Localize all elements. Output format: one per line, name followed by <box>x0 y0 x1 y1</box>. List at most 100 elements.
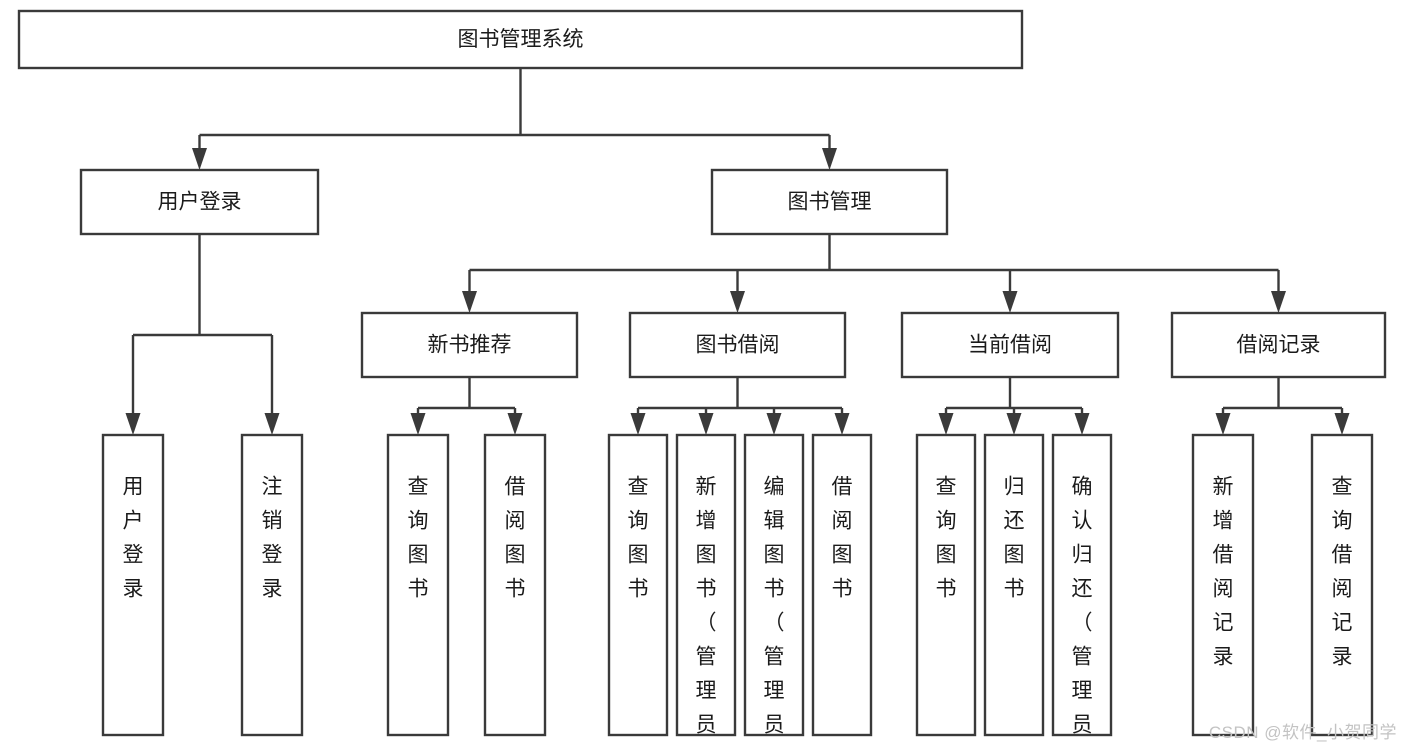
node-label-query-borrow-record: 记 <box>1332 612 1353 635</box>
node-label-borrow-records: 借阅记录 <box>1237 334 1321 357</box>
node-label-add-borrow-record: 记 <box>1213 612 1234 635</box>
node-label-confirm-return-admin: 理 <box>1072 680 1093 703</box>
node-box-root <box>17 9 1024 70</box>
root-to-book-management-arrowhead-icon <box>822 148 837 170</box>
book-management-to-current-borrow-arrowhead-icon <box>1002 291 1018 313</box>
node-box-user-login <box>79 168 320 236</box>
node-label-add-book-admin: 新 <box>696 476 717 499</box>
node-box-user-logout <box>240 433 304 737</box>
node-label-edit-book-admin: 编 <box>764 476 785 499</box>
node-label-edit-book-admin: 书 <box>764 578 785 601</box>
book-borrow-to-query-book-2-arrowhead-icon <box>630 413 646 435</box>
node-label-query-book-1: 询 <box>408 510 429 533</box>
node-label-query-book-1: 查 <box>408 476 429 499</box>
book-management-to-book-borrow-arrowhead-icon <box>730 291 745 313</box>
node-box-query-book-3 <box>915 433 977 737</box>
node-label-borrow-book-1: 图 <box>505 544 526 567</box>
node-label-confirm-return-admin: 认 <box>1072 510 1093 533</box>
node-label-confirm-return-admin: 管 <box>1072 646 1093 669</box>
node-label-user-login-do: 录 <box>123 578 144 601</box>
node-label-root: 图书管理系统 <box>458 28 584 51</box>
node-label-borrow-book-2: 图 <box>832 544 853 567</box>
node-box-query-book-2 <box>607 433 669 737</box>
node-label-query-borrow-record: 录 <box>1332 646 1353 669</box>
current-borrow-to-confirm-return-admin-arrowhead-icon <box>1074 413 1090 435</box>
node-label-query-borrow-record: 阅 <box>1332 578 1353 601</box>
book-borrow-to-edit-book-admin-arrowhead-icon <box>766 413 782 435</box>
node-user-login-do[interactable]: 用户登录 <box>101 433 165 737</box>
node-label-current-borrow: 当前借阅 <box>968 334 1052 357</box>
borrow-records-to-query-borrow-record-arrowhead-icon <box>1334 413 1350 435</box>
node-user-login[interactable]: 用户登录 <box>79 168 320 236</box>
root-to-user-login-arrowhead-icon <box>192 148 207 170</box>
node-label-return-book: 归 <box>1004 476 1025 499</box>
node-label-query-book-2: 书 <box>628 578 649 601</box>
node-label-add-book-admin: 理 <box>696 680 717 703</box>
node-label-user-login-do: 登 <box>123 544 144 567</box>
book-management-to-new-book-recommend-arrowhead-icon <box>462 291 477 313</box>
node-label-add-book-admin: 书 <box>696 578 717 601</box>
node-box-user-login-do <box>101 433 165 737</box>
user-login-to-user-login-do-arrowhead-icon <box>125 413 141 435</box>
node-label-add-borrow-record: 新 <box>1213 476 1234 499</box>
node-label-book-management: 图书管理 <box>788 191 872 214</box>
node-label-add-borrow-record: 阅 <box>1213 578 1234 601</box>
node-label-query-book-2: 询 <box>628 510 649 533</box>
node-label-borrow-book-2: 借 <box>832 476 853 499</box>
node-box-edit-book-admin <box>743 433 805 737</box>
node-box-borrow-book-1 <box>483 433 547 737</box>
book-borrow-to-add-book-admin-arrowhead-icon <box>698 413 714 435</box>
book-management-to-borrow-records-arrowhead-icon <box>1271 291 1286 313</box>
book-borrow-to-borrow-book-2-arrowhead-icon <box>834 413 850 435</box>
node-label-user-logout: 录 <box>262 578 283 601</box>
current-borrow-to-return-book-arrowhead-icon <box>1006 413 1022 435</box>
node-box-borrow-records <box>1170 311 1387 379</box>
node-label-query-book-2: 图 <box>628 544 649 567</box>
node-box-current-borrow <box>900 311 1120 379</box>
node-label-add-borrow-record: 增 <box>1213 510 1234 533</box>
node-box-return-book <box>983 433 1045 737</box>
node-box-book-management <box>710 168 949 236</box>
node-label-query-book-3: 书 <box>936 578 957 601</box>
node-label-confirm-return-admin: 还 <box>1072 578 1093 601</box>
node-label-query-book-1: 图 <box>408 544 429 567</box>
node-label-user-login: 用户登录 <box>158 191 242 214</box>
node-label-query-borrow-record: 询 <box>1332 510 1353 533</box>
node-label-confirm-return-admin: （ <box>1072 612 1093 635</box>
node-root[interactable]: 图书管理系统 <box>17 9 1024 70</box>
node-label-edit-book-admin: 辑 <box>764 510 785 533</box>
node-label-edit-book-admin: 管 <box>764 646 785 669</box>
node-new-book-recommend[interactable]: 新书推荐 <box>360 311 579 379</box>
node-book-management[interactable]: 图书管理 <box>710 168 949 236</box>
node-label-book-borrow: 图书借阅 <box>696 334 780 357</box>
node-label-borrow-book-1: 书 <box>505 578 526 601</box>
node-label-add-borrow-record: 录 <box>1213 646 1234 669</box>
node-label-borrow-book-2: 阅 <box>832 510 853 533</box>
node-label-borrow-book-1: 借 <box>505 476 526 499</box>
node-label-return-book: 书 <box>1004 578 1025 601</box>
node-label-user-logout: 注 <box>262 476 283 499</box>
node-borrow-records[interactable]: 借阅记录 <box>1170 311 1387 379</box>
node-current-borrow[interactable]: 当前借阅 <box>900 311 1120 379</box>
node-label-query-book-3: 图 <box>936 544 957 567</box>
node-label-confirm-return-admin: 归 <box>1072 544 1093 567</box>
node-book-borrow[interactable]: 图书借阅 <box>628 311 847 379</box>
new-book-recommend-to-borrow-book-1-arrowhead-icon <box>507 413 523 435</box>
node-label-query-borrow-record: 借 <box>1332 544 1353 567</box>
node-label-user-logout: 登 <box>262 544 283 567</box>
node-box-book-borrow <box>628 311 847 379</box>
